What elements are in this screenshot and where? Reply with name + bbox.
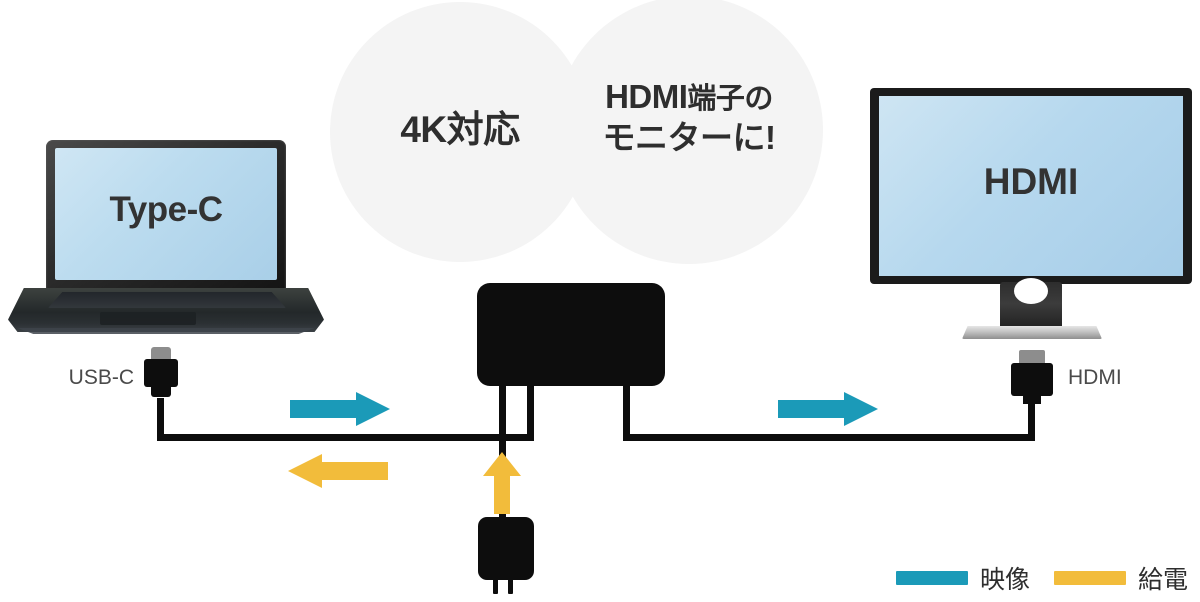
cable-usbc-vertical: [157, 398, 164, 441]
cable-usbc-horizontal: [157, 434, 512, 441]
usbc-connector: [141, 347, 181, 402]
badge-circle-hdmi: [555, 0, 823, 264]
laptop-device: Type-C: [8, 140, 324, 336]
monitor-neck-cutout: [1014, 278, 1048, 304]
legend-label-power: 給電: [1138, 566, 1189, 594]
badge-label-4k: 4K対応: [400, 109, 520, 150]
monitor-screen-label: HDMI: [983, 161, 1079, 202]
badge-hdmi-line2: モニターに!: [602, 118, 777, 156]
cable-hub-leg-usbc-elbow: [505, 434, 534, 441]
badge-hdmi-suffix: 端子の: [687, 83, 773, 115]
usbc-connector-tip: [151, 347, 171, 361]
monitor-screen: [879, 96, 1183, 276]
laptop-trackpad: [100, 312, 196, 325]
arrow-right-video-icon: [290, 392, 390, 426]
hdmi-connector: [1010, 350, 1054, 406]
legend-swatch-video: [896, 571, 968, 585]
laptop-foot: [17, 328, 315, 334]
badge-hdmi-word: HDMI: [605, 78, 688, 115]
badge-label-hdmi-monitor: HDMI端子の モニターに!: [553, 78, 825, 158]
cable-hub-leg-usbc: [527, 383, 534, 434]
laptop-keyboard: [48, 292, 286, 308]
monitor-device: HDMI: [862, 88, 1198, 343]
arrow-left-power-icon: [288, 454, 388, 488]
hdmi-port-label: HDMI: [1068, 366, 1122, 389]
hdmi-connector-body: [1011, 363, 1053, 396]
adapter-hub: [477, 283, 665, 386]
power-prong-right: [508, 578, 513, 594]
laptop-screen: [55, 148, 277, 280]
legend: 映像 給電: [896, 562, 1192, 594]
laptop-screen-label: Type-C: [109, 190, 223, 229]
legend-label-video: 映像: [980, 566, 1031, 594]
cable-hub-leg-hdmi: [623, 383, 630, 434]
legend-item-power: 給電: [1054, 560, 1188, 596]
usbc-connector-body: [144, 359, 178, 387]
arrow-up-power-icon: [483, 452, 521, 514]
cable-hdmi-horizontal: [623, 434, 1035, 441]
hdmi-connector-neck: [1023, 394, 1041, 404]
usbc-port-label: USB-C: [68, 366, 134, 389]
arrow-right-video-monitor-icon: [778, 392, 878, 426]
monitor-stand-base: [962, 326, 1102, 339]
hdmi-connector-tip: [1019, 350, 1045, 365]
cable-hdmi-vertical: [1028, 402, 1035, 441]
badge-circle-4k: [330, 2, 590, 262]
cable-hub-leg-power: [499, 383, 506, 441]
legend-swatch-power: [1054, 571, 1127, 585]
power-prong-left: [493, 578, 498, 594]
usbc-connector-neck: [151, 385, 171, 397]
power-brick: [478, 517, 534, 580]
legend-item-video: 映像: [896, 560, 1030, 596]
